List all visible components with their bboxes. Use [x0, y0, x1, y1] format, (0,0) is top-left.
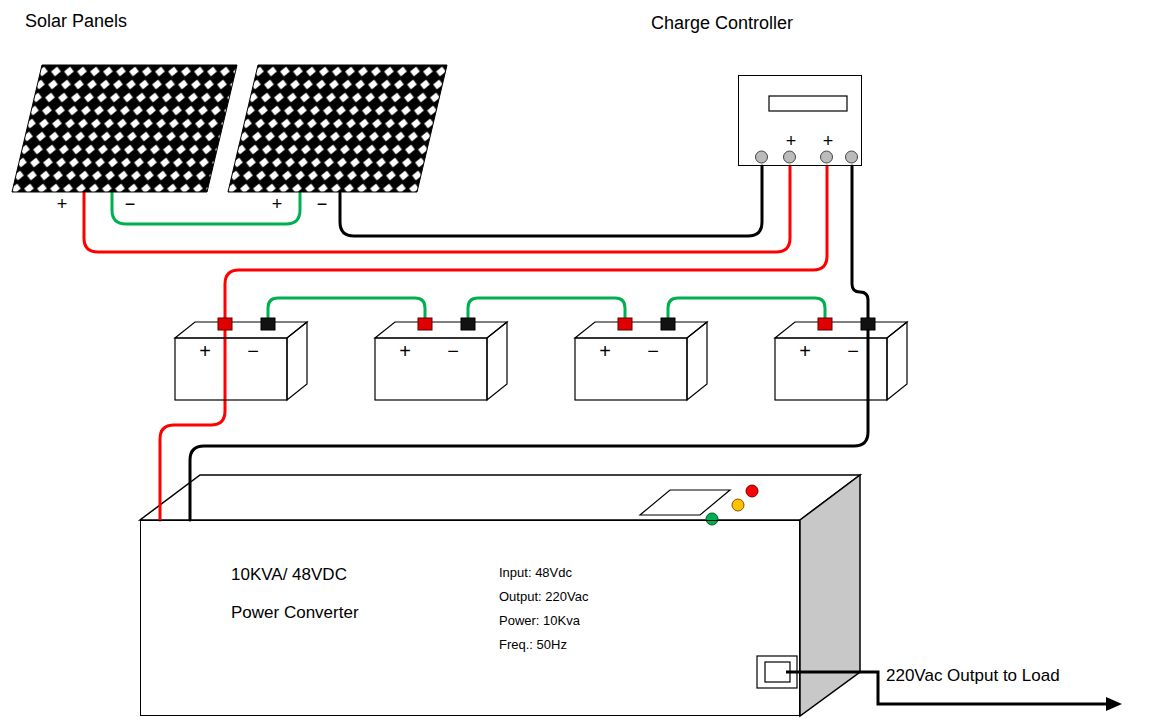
panel-cells — [228, 65, 447, 192]
output-label: 220Vac Output to Load — [886, 666, 1060, 686]
negative-terminal — [661, 318, 675, 330]
battery-shape — [375, 318, 510, 402]
polarity-sign: − — [247, 340, 259, 363]
wire — [852, 166, 868, 318]
solar-panel: +− — [228, 65, 448, 193]
terminal-sign: + — [823, 131, 834, 152]
negative-terminal — [861, 318, 875, 330]
battery-front — [775, 338, 887, 400]
positive-terminal — [218, 318, 232, 330]
device-heading: Charge Controller — [651, 13, 793, 34]
controller-terminal — [756, 151, 768, 163]
status-led — [746, 485, 758, 497]
terminal-sign: + — [786, 131, 797, 152]
battery-side — [487, 322, 507, 400]
rating-text: 10KVA/ 48VDC — [231, 565, 347, 585]
spec-line: Input: 48Vdc — [499, 566, 572, 581]
battery-front — [175, 338, 287, 400]
power-converter: 10KVA/ 48VDC Power Converter Input: 48VdcO… — [140, 520, 800, 716]
spec-line: Power: 10Kva — [499, 614, 580, 629]
positive-terminal — [818, 318, 832, 330]
battery-front — [575, 338, 687, 400]
panel-shape — [12, 65, 238, 193]
status-led — [706, 513, 718, 525]
polarity-sign: + — [272, 194, 283, 215]
controller-shape — [739, 76, 863, 167]
figure-label: Solar Panels — [25, 11, 127, 32]
controller-display — [769, 96, 847, 111]
panel-shape — [228, 65, 448, 193]
polarity-sign: + — [57, 194, 68, 215]
controller-terminal — [784, 151, 796, 163]
device-name: Power Converter — [231, 603, 359, 623]
polarity-sign: − — [647, 340, 659, 363]
battery-shape — [575, 318, 710, 402]
converter-side-face — [800, 475, 860, 716]
wire — [190, 318, 868, 520]
spec-line: Freq.: 50Hz — [499, 638, 567, 653]
battery-side — [687, 322, 707, 400]
battery-side — [287, 322, 307, 400]
polarity-sign: − — [317, 194, 328, 215]
polarity-sign: − — [125, 194, 136, 215]
battery-top — [775, 322, 907, 338]
battery-front — [375, 338, 487, 400]
battery-shape — [775, 318, 910, 402]
battery-top — [375, 322, 507, 338]
battery-top — [575, 322, 707, 338]
solar-panel: +− — [12, 65, 238, 193]
polarity-sign: + — [199, 340, 211, 363]
battery-side — [887, 322, 907, 400]
negative-terminal — [261, 318, 275, 330]
battery: +− — [775, 318, 910, 402]
panel-cells — [12, 65, 237, 192]
wire — [668, 298, 825, 318]
battery: +− — [575, 318, 710, 402]
wire — [160, 318, 225, 520]
positive-terminal — [618, 318, 632, 330]
controller-terminal — [846, 151, 858, 163]
battery-shape — [175, 318, 310, 402]
polarity-sign: − — [847, 340, 859, 363]
wire — [268, 298, 425, 318]
negative-terminal — [461, 318, 475, 330]
polarity-sign: + — [799, 340, 811, 363]
polarity-sign: − — [447, 340, 459, 363]
converter-top-face — [140, 475, 860, 520]
positive-terminal — [418, 318, 432, 330]
charge-controller: Charge Controller++ — [738, 75, 862, 166]
battery: +− — [175, 318, 310, 402]
converter-display — [640, 490, 730, 515]
status-led — [732, 499, 744, 511]
controller-terminal — [821, 151, 833, 163]
output-arrowhead — [1106, 697, 1122, 711]
polarity-sign: + — [399, 340, 411, 363]
polarity-sign: + — [599, 340, 611, 363]
battery: +− — [375, 318, 510, 402]
battery-top — [175, 322, 307, 338]
spec-line: Output: 220Vac — [499, 590, 588, 605]
wire — [468, 298, 625, 318]
wire — [112, 193, 300, 224]
